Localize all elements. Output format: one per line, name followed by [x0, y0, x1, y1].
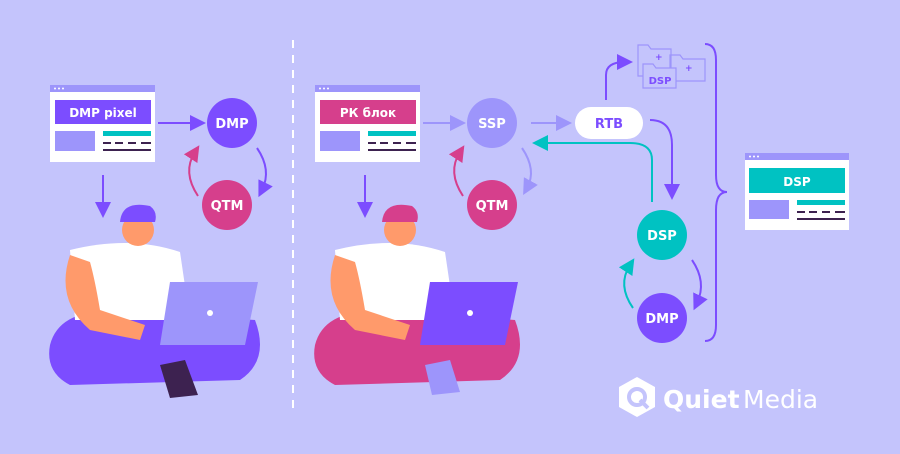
arrow-dsp-to-dmp: [691, 259, 708, 311]
node-label: SSP: [478, 117, 506, 132]
svg-text:+: +: [685, 64, 693, 74]
arrow-rtb-to-dsp-pool: [605, 54, 633, 100]
node-label: QTM: [211, 199, 244, 214]
arrow-rtb-to-dsp: [649, 119, 680, 200]
person-middle-illustration: [314, 204, 520, 395]
left-browser-label: DMP pixel: [69, 106, 137, 120]
node-label: RTB: [595, 117, 623, 132]
node-label: DMP: [215, 117, 248, 132]
node-label: DMP: [645, 312, 678, 327]
arrow-qtm-to-dmp: [183, 145, 200, 197]
arrow-dmp-to-qtm: [256, 147, 273, 198]
node-label: DSP: [647, 229, 677, 244]
arrow-qtm-to-ssp: [448, 145, 465, 197]
left-browser: DMP pixel: [50, 85, 155, 162]
node-label: QTM: [476, 199, 509, 214]
node-dmp-right: DMP: [637, 293, 687, 343]
curly-brace: [704, 43, 728, 342]
node-ssp: SSP: [467, 98, 517, 148]
arrow-dsp-to-ssp: [532, 135, 653, 202]
arrow-ssp-to-qtm: [521, 147, 538, 195]
node-dsp: DSP: [637, 210, 687, 260]
quietmedia-logo: Quiet Media: [619, 377, 818, 417]
folder-label: DSP: [649, 76, 672, 87]
middle-browser-label: РК блок: [340, 106, 396, 120]
dsp-folders-icon: + + DSP: [637, 44, 706, 89]
svg-text:+: +: [655, 53, 663, 63]
node-rtb: RTB: [575, 107, 643, 139]
arrow-dmp-to-dsp: [618, 258, 635, 309]
logo-word-quiet: Quiet: [663, 385, 740, 414]
logo-hexagon-icon: [619, 377, 655, 417]
right-browser-label: DSP: [783, 175, 811, 189]
right-browser: DSP: [745, 153, 849, 230]
node-qtm-middle: QTM: [467, 180, 517, 230]
middle-browser: РК блок: [315, 85, 420, 162]
node-dmp-left: DMP: [207, 98, 257, 148]
logo-word-media: Media: [743, 385, 818, 414]
person-left-illustration: [49, 204, 260, 398]
node-qtm-left: QTM: [202, 180, 252, 230]
